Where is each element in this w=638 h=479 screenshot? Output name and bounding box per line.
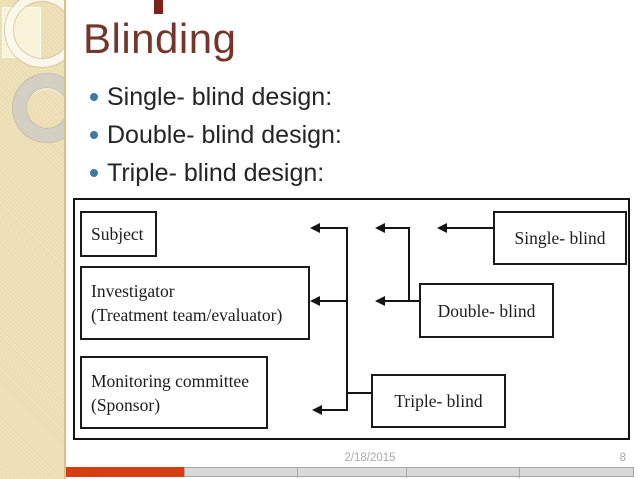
connector-line [385, 227, 410, 229]
sidebar-ring-icon [5, 0, 64, 67]
left-arrowhead-icon [310, 223, 320, 233]
bullet-dot-icon [90, 169, 98, 177]
footer-bar [66, 467, 634, 478]
connector-line [320, 300, 348, 302]
footer-bar-divider [406, 468, 407, 478]
slide-title: Blinding [83, 15, 237, 62]
footer-bar-red-segment [66, 467, 184, 477]
connector-line [385, 300, 419, 302]
bullet-dot-icon [90, 131, 98, 139]
bullet-label: Single- blind design: [107, 82, 333, 111]
connector-trunk-double [408, 227, 410, 302]
footer-bar-divider [297, 468, 298, 478]
double-blind-label: Double- blind [437, 300, 536, 321]
single-blind-label: Single- blind [514, 228, 606, 248]
bullet-dot-icon [90, 93, 98, 101]
bullet-item-single-blind: Single- blind design: [88, 78, 342, 116]
triple-blind-box: Triple- blind [371, 374, 506, 428]
theme-top-dash [154, 0, 163, 14]
sidebar-donut-icon [13, 74, 64, 142]
double-blind-box: Double- blind [419, 283, 554, 338]
investigator-box-line2: (Treatment team/evaluator) [91, 305, 283, 325]
monitoring-committee-box: Monitoring committee (Sponsor) [80, 356, 268, 429]
left-arrowhead-icon [437, 223, 447, 233]
subject-box: Subject [80, 211, 157, 257]
bullet-label: Double- blind design: [107, 120, 342, 149]
bullet-item-double-blind: Double- blind design: [88, 116, 342, 154]
monitoring-box-line1: Monitoring committee [91, 370, 249, 391]
investigator-box: Investigator (Treatment team/evaluator) [80, 266, 310, 340]
left-arrowhead-icon [375, 223, 385, 233]
footer-date: 2/18/2015 [344, 452, 396, 464]
left-arrowhead-icon [375, 296, 385, 306]
single-blind-box: Single- blind [493, 211, 627, 265]
bullet-list: Single- blind design: Double- blind desi… [88, 78, 342, 192]
footer-bar-divider [519, 468, 520, 478]
connector-line [322, 409, 348, 411]
connector-line [447, 227, 493, 229]
triple-blind-label: Triple- blind [394, 391, 483, 411]
connector-trunk-triple [346, 227, 348, 411]
blinding-diagram: Subject Investigator (Treatment team/eva… [73, 198, 630, 440]
connector-line [320, 227, 348, 229]
footer-bar-gray-segment [184, 467, 634, 478]
bullet-label: Triple- blind design: [107, 158, 325, 187]
footer-page-number: 8 [619, 452, 626, 464]
monitoring-box-line2: (Sponsor) [91, 394, 161, 415]
left-arrowhead-icon [310, 296, 320, 306]
connector-line [348, 392, 371, 394]
left-arrowhead-icon [312, 405, 322, 415]
theme-sidebar [0, 0, 66, 479]
investigator-box-line1: Investigator [91, 281, 175, 301]
subject-box-label: Subject [91, 224, 144, 244]
bullet-item-triple-blind: Triple- blind design: [88, 154, 342, 192]
